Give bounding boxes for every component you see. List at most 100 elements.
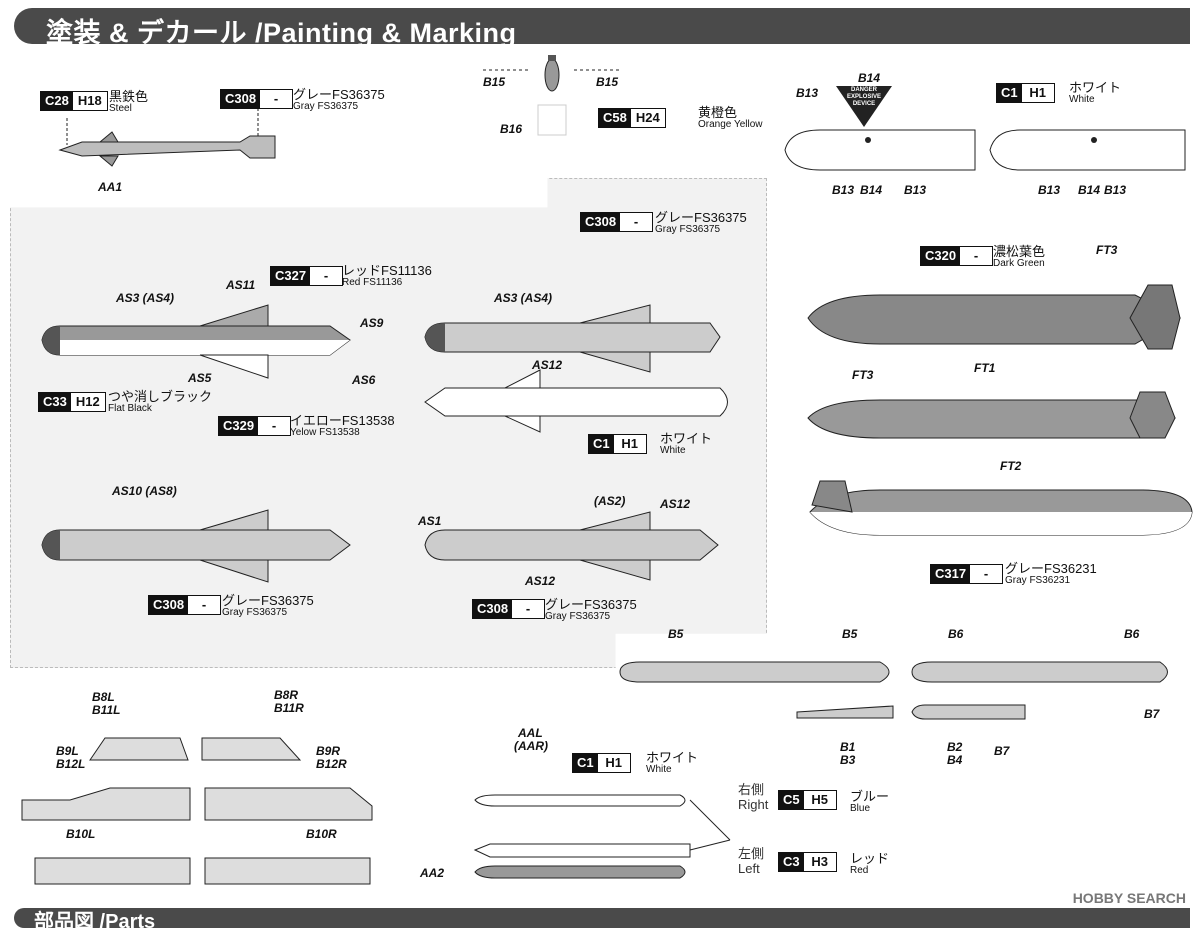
section-header: 塗装 & デカール /Painting & Marking xyxy=(14,8,1190,48)
section-title: 塗装 & デカール /Painting & Marking xyxy=(46,18,517,48)
color-chip-gray4: C308- xyxy=(472,599,546,619)
decal-label: (AS2) xyxy=(594,494,626,508)
decal-label: B11R xyxy=(274,701,304,715)
decal-label: B5 xyxy=(668,627,684,641)
color-chip-red: C327- xyxy=(270,266,344,286)
panels xyxy=(21,737,373,885)
decal-label: AS12 xyxy=(525,574,556,588)
decal-label: B6 xyxy=(1124,627,1140,641)
decal-label: B4 xyxy=(947,753,963,767)
color-chip-gray3: C308- xyxy=(148,595,222,615)
decal-label: FT3 xyxy=(1096,243,1118,257)
as-missile-center-bottom xyxy=(424,511,719,581)
color-chip-gray1: C308- xyxy=(220,89,294,109)
decal-label: B13 xyxy=(904,183,927,197)
footer-title: 部品図 /Parts xyxy=(34,911,156,933)
decal-label: B6 xyxy=(948,627,964,641)
footer-header: 部品図 /Parts xyxy=(14,908,1190,933)
decal-label: AA2 xyxy=(420,866,445,880)
watermark: HOBBY SEARCH xyxy=(1072,890,1186,906)
decal-label: AS3 (AS4) xyxy=(116,291,175,305)
decal-label: AS6 xyxy=(352,373,376,387)
as-missile-gray-left xyxy=(41,509,351,583)
decal-label: FT3 xyxy=(852,368,874,382)
decal-label: AS12 xyxy=(532,358,563,372)
as-missile-red xyxy=(41,304,351,379)
decal-label: AS12 xyxy=(660,497,691,511)
decal-label: AS1 xyxy=(418,514,442,528)
decal-label: AS3 (AS4) xyxy=(494,291,553,305)
decal-label: AS10 (AS8) xyxy=(112,484,177,498)
decal-label: B14 xyxy=(858,71,881,85)
side-tank-top xyxy=(807,391,1177,439)
decal-label: B13 xyxy=(1104,183,1127,197)
decal-label: B7 xyxy=(1144,707,1160,721)
color-chip-gray2: C308- xyxy=(580,212,654,232)
as-missile-center-top xyxy=(424,304,721,373)
decal-label: B1 xyxy=(840,740,856,754)
decal-label: B13 xyxy=(832,183,855,197)
aa1-missile xyxy=(58,108,276,167)
decal-label: FT2 xyxy=(1000,459,1022,473)
dark-green-tank xyxy=(807,284,1182,350)
color-chip-yellow: C329- xyxy=(218,416,292,436)
decal-label: B11L xyxy=(92,703,121,717)
as-missile-center-white xyxy=(424,369,728,433)
decal-label: B12R xyxy=(316,757,347,771)
missile-group-panel xyxy=(10,178,767,668)
decal-label: B7 xyxy=(994,744,1010,758)
decal-label: B8L xyxy=(92,690,115,704)
decal-label: AA1 xyxy=(98,180,123,194)
decal-label: B12L xyxy=(56,757,86,771)
color-chip-darkgreen: C320- xyxy=(920,246,994,266)
decal-label: B13 xyxy=(796,86,819,100)
decal-label: B14 xyxy=(1078,183,1101,197)
decal-label: B15 xyxy=(596,75,619,89)
color-chip-gray5: C317- xyxy=(930,564,1004,584)
decal-label: B14 xyxy=(860,183,883,197)
decal-label: B8R xyxy=(274,688,299,702)
decal-label: B16 xyxy=(500,122,523,136)
decal-label: AS9 xyxy=(360,316,384,330)
decal-label: AAL xyxy=(518,726,543,740)
decal-label: B5 xyxy=(842,627,858,641)
decal-label: AS5 xyxy=(188,371,212,385)
decal-label: B10L xyxy=(66,827,96,841)
decal-label: B10R xyxy=(306,827,337,841)
decal-label: B9L xyxy=(56,744,79,758)
gray-tank xyxy=(809,480,1193,536)
decal-label: B2 xyxy=(947,740,963,754)
decal-label: (AAR) xyxy=(514,739,548,753)
decal-label: B9R xyxy=(316,744,341,758)
pylons xyxy=(619,661,1168,720)
white-pods xyxy=(784,129,1186,171)
aa2-rails xyxy=(473,794,731,879)
decal-label: FT1 xyxy=(974,361,996,375)
